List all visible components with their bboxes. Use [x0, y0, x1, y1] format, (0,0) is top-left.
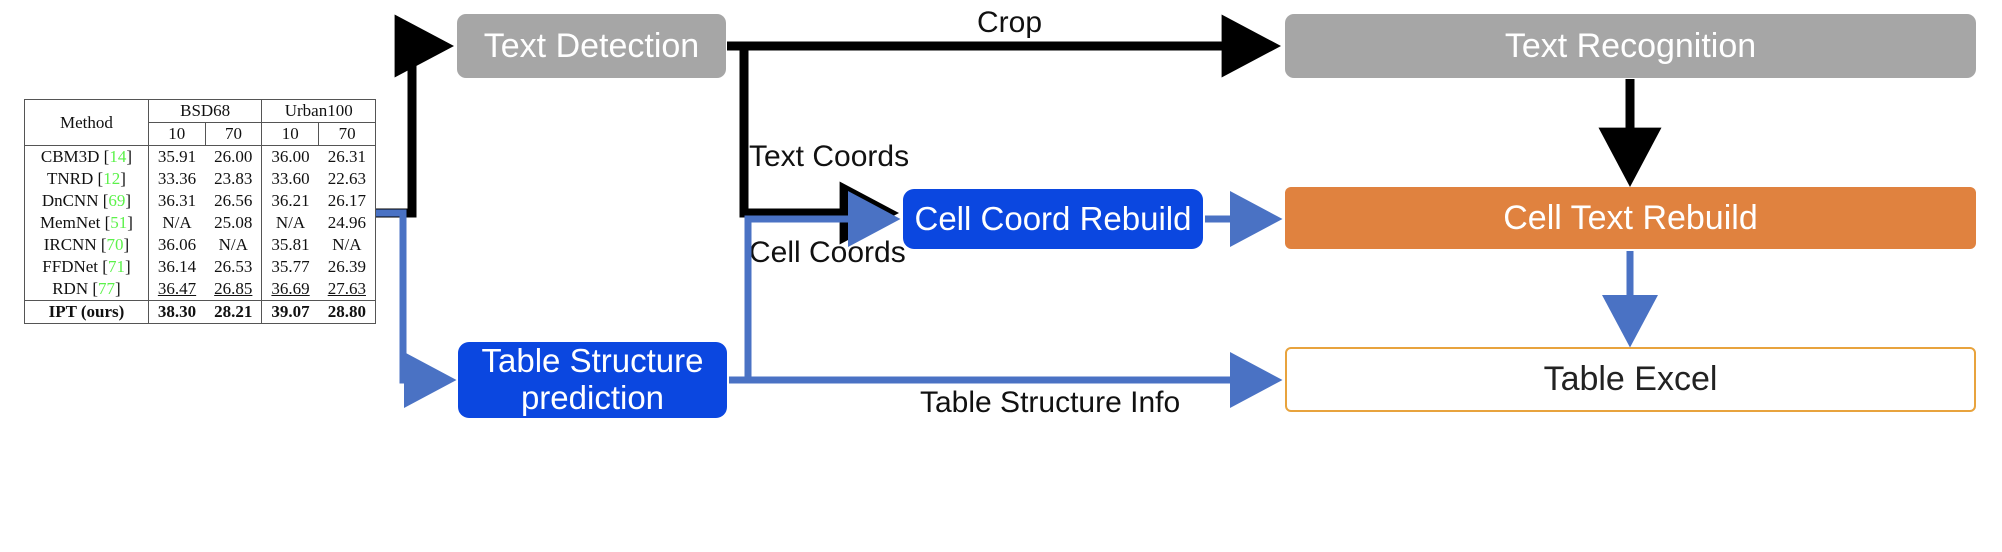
- cell-value: N/A: [205, 234, 263, 256]
- arrow-table-to-text-detection: [376, 14, 455, 218]
- table-row: IRCNN [70] 36.06 N/A 35.81 N/A: [24, 234, 376, 256]
- node-cell-text-rebuild[interactable]: Cell Text Rebuild: [1285, 187, 1976, 249]
- header-bsd68-70: 70: [204, 122, 263, 146]
- cell-method: IRCNN [70]: [24, 234, 149, 256]
- node-cell-coord-rebuild-label: Cell Coord Rebuild: [914, 199, 1192, 237]
- cell-value: 23.83: [205, 168, 263, 190]
- header-bsd68-10: 10: [147, 122, 206, 146]
- cell-value: 36.31: [157, 191, 197, 210]
- cell-value: 36.00: [261, 145, 319, 168]
- cell-method: DnCNN [69]: [24, 190, 149, 212]
- arrow-text-coords-to-cell-coord-rebuild: [739, 48, 900, 245]
- header-method: Method: [24, 99, 149, 146]
- cell-value: 28.80: [318, 300, 376, 324]
- cell-method: MemNet [51]: [24, 212, 149, 234]
- edge-label-text-coords: Text Coords: [749, 140, 910, 173]
- cell-value: 33.60: [271, 169, 310, 188]
- cell-value: 26.00: [205, 145, 263, 168]
- cell-method: FFDNet [71]: [24, 256, 149, 278]
- node-text-detection-label: Text Detection: [483, 26, 700, 65]
- node-table-structure-prediction[interactable]: Table Structure prediction: [458, 342, 727, 418]
- cell-value: 25.08: [205, 212, 263, 234]
- edge-label-table-structure-info: Table Structure Info: [920, 386, 1181, 419]
- cell-value: 26.39: [318, 256, 376, 278]
- cell-value: 24.96: [318, 212, 376, 234]
- cell-value: 26.56: [205, 190, 263, 212]
- cell-value: N/A: [318, 234, 376, 256]
- table-group-header-row: Method BSD68 Urban100: [24, 99, 376, 146]
- cell-value: 36.47: [148, 278, 206, 301]
- edge-label-crop: Crop: [977, 6, 1043, 39]
- cell-value: 35.81: [271, 235, 310, 254]
- node-text-recognition[interactable]: Text Recognition: [1285, 14, 1976, 78]
- node-table-structure-prediction-text: Table Structure prediction: [481, 342, 704, 417]
- cell-value: 36.69: [261, 278, 319, 301]
- header-group-urban100: Urban100: [261, 99, 376, 123]
- header-urban100-10: 10: [281, 124, 299, 143]
- cell-value: 26.31: [318, 145, 376, 168]
- cell-method: IPT (ours): [24, 300, 149, 324]
- cell-method: RDN [77]: [24, 278, 149, 301]
- node-cell-text-rebuild-label: Cell Text Rebuild: [1503, 198, 1758, 237]
- table-row: FFDNet [71] 36.14 26.53 35.77 26.39: [24, 256, 376, 278]
- node-cell-coord-rebuild[interactable]: Cell Coord Rebuild: [903, 189, 1203, 249]
- cell-value: 27.63: [318, 278, 376, 301]
- node-table-excel[interactable]: Table Excel: [1285, 347, 1976, 412]
- cell-value: 22.63: [318, 168, 376, 190]
- table-row: DnCNN [69] 36.31 26.56 36.21 26.17: [24, 190, 376, 212]
- cell-value: 35.77: [271, 257, 310, 276]
- table-row: MemNet [51] N/A 25.08 N/A 24.96: [24, 212, 376, 234]
- cell-method: TNRD [12]: [24, 168, 149, 190]
- cell-value: 38.30: [148, 300, 206, 324]
- node-text-recognition-label: Text Recognition: [1504, 26, 1757, 65]
- cell-value: 36.21: [271, 191, 310, 210]
- table-subheader-row: 10 70 10 70: [25, 122, 376, 146]
- cell-value: 36.06: [157, 235, 197, 254]
- node-text-detection[interactable]: Text Detection: [457, 14, 726, 78]
- arrow-table-to-table-structure-prediction: [376, 209, 457, 408]
- cell-value: 26.17: [318, 190, 376, 212]
- cell-value: 28.21: [205, 300, 263, 324]
- cell-value: 26.85: [205, 278, 263, 301]
- cell-value: 26.53: [205, 256, 263, 278]
- node-table-excel-label: Table Excel: [1543, 360, 1718, 399]
- cell-value: 35.91: [148, 145, 206, 168]
- arrow-cell-coords-to-cell-coord-rebuild: [744, 191, 901, 380]
- node-table-structure-prediction-line2: prediction: [520, 379, 665, 416]
- results-table: Method BSD68 Urban100 10 70 10 70 CBM3D …: [24, 99, 376, 324]
- cell-value: N/A: [162, 213, 192, 232]
- header-urban100-70: 70: [318, 122, 376, 146]
- header-group-bsd68: BSD68: [148, 99, 263, 123]
- cell-value: N/A: [275, 213, 306, 232]
- paper-table-figure: Method BSD68 Urban100 10 70 10 70 CBM3D …: [24, 99, 376, 324]
- cell-value: 36.14: [157, 257, 197, 276]
- cell-value: 39.07: [261, 300, 319, 324]
- cell-value: 33.36: [157, 169, 197, 188]
- node-table-structure-prediction-line1: Table Structure: [481, 342, 704, 380]
- table-row: TNRD [12] 33.36 23.83 33.60 22.63: [24, 168, 376, 190]
- cell-method: CBM3D [14]: [24, 145, 149, 168]
